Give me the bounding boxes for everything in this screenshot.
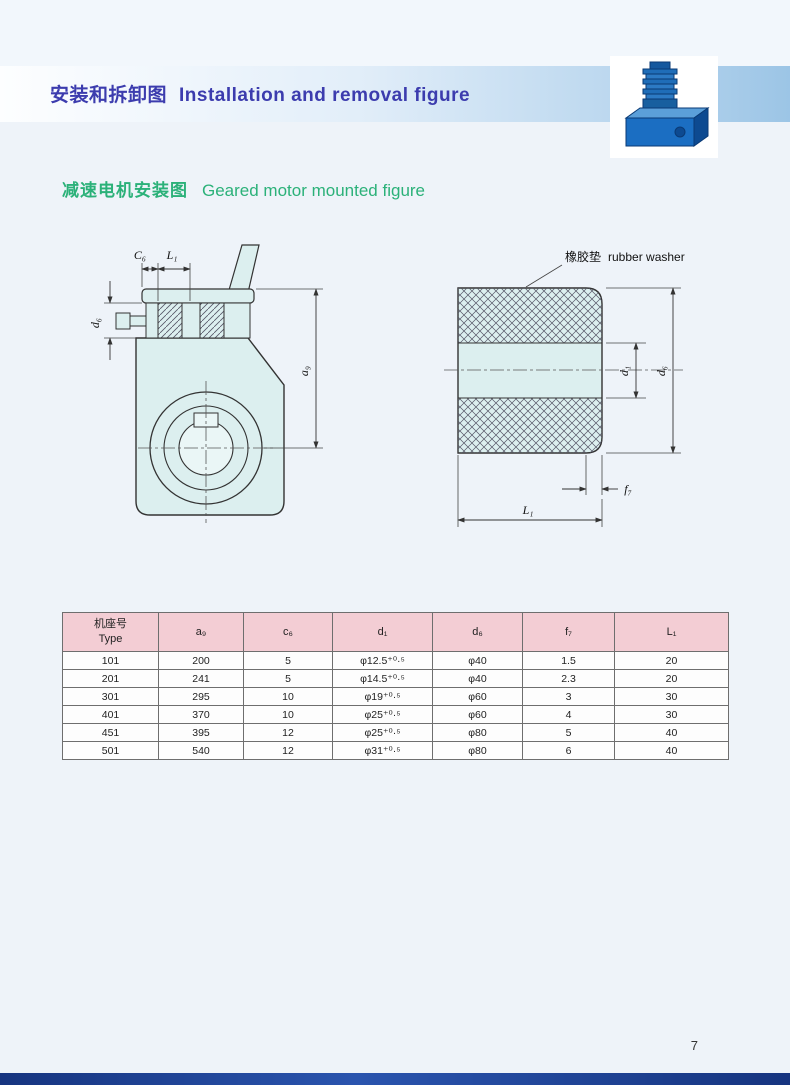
table-cell: 3 — [522, 687, 615, 706]
section-title-zh: 减速电机安装图 — [62, 181, 188, 200]
dim-label-d1: d₁ — [617, 366, 631, 376]
table-cell: 5 — [243, 651, 333, 670]
table-cell: 2.3 — [522, 669, 615, 688]
washer-caption-zh: 橡胶垫 — [565, 249, 601, 264]
table-row: 201 241 5 φ14.5⁺⁰·⁵ φ40 2.3 20 — [62, 669, 729, 688]
table-cell: φ40 — [432, 651, 523, 670]
table-cell: 10 — [243, 705, 333, 724]
col-header-type-en: Type — [98, 633, 123, 645]
col-header-type-zh: 机座号 — [94, 618, 127, 631]
top-strip — [0, 0, 790, 66]
table-cell: φ25⁺⁰·⁵ — [332, 723, 433, 742]
col-header-d6: d₆ — [432, 612, 523, 652]
dim-label-d6: d₆ — [88, 318, 102, 328]
section-title: 减速电机安装图 Geared motor mounted figure — [62, 176, 425, 201]
table-row: 401 370 10 φ25⁺⁰·⁵ φ60 4 30 — [62, 705, 729, 724]
page-title-zh: 安装和拆卸图 — [50, 85, 168, 106]
dim-label-a9: a₉ — [297, 366, 311, 376]
col-header-type: 机座号 Type — [62, 612, 159, 652]
section-title-en: Geared motor mounted figure — [202, 181, 426, 200]
table-cell: 301 — [62, 687, 159, 706]
table-cell: 540 — [158, 741, 244, 760]
page-number: 7 — [690, 1038, 698, 1053]
table-cell: 5 — [522, 723, 615, 742]
dim-label-f7: f₇ — [624, 482, 632, 496]
table-cell: 4 — [522, 705, 615, 724]
table-header-row: 机座号 Type a₉ c₆ d₁ d₆ f₇ L₁ — [62, 612, 729, 652]
table-cell: φ40 — [432, 669, 523, 688]
table-cell: 40 — [614, 741, 729, 760]
table-cell: 200 — [158, 651, 244, 670]
diagram-rubber-washer: 橡胶垫 rubber washer d₁ d₆ f₇ L₁ — [444, 249, 685, 527]
table-cell: 20 — [614, 651, 729, 670]
dim-label-d6-washer: d₆ — [654, 366, 668, 376]
spec-table: 机座号 Type a₉ c₆ d₁ d₆ f₇ L₁ 101 200 5 φ12… — [62, 612, 729, 760]
table-cell: 30 — [614, 705, 729, 724]
table-cell: 395 — [158, 723, 244, 742]
table-cell: 30 — [614, 687, 729, 706]
washer-hatch-top — [458, 288, 602, 343]
dim-label-l1: L₁ — [166, 248, 178, 262]
col-header-f7: f₇ — [522, 612, 615, 652]
table-cell: φ19⁺⁰·⁵ — [332, 687, 433, 706]
product-photo — [610, 56, 718, 158]
table-cell: 370 — [158, 705, 244, 724]
table-cell: 12 — [243, 741, 333, 760]
col-header-c6: c₆ — [243, 612, 333, 652]
page-title-en: Installation and removal figure — [179, 85, 471, 106]
diagram-motor-side-view: C₆ L₁ d₆ a₉ — [88, 244, 323, 523]
dim-label-l1-washer: L₁ — [522, 503, 534, 517]
table-cell: 295 — [158, 687, 244, 706]
table-cell: 5 — [243, 669, 333, 688]
page-title: 安装和拆卸图 Installation and removal figure — [50, 80, 470, 107]
table-cell: 501 — [62, 741, 159, 760]
table-cell: 40 — [614, 723, 729, 742]
table-cell: 10 — [243, 687, 333, 706]
table-cell: 241 — [158, 669, 244, 688]
table-cell: 401 — [62, 705, 159, 724]
footer-bar — [0, 1073, 790, 1085]
table-cell: φ80 — [432, 741, 523, 760]
washer-caption-en: rubber washer — [608, 250, 685, 264]
table-cell: φ60 — [432, 687, 523, 706]
table-cell: φ31⁺⁰·⁵ — [332, 741, 433, 760]
table-cell: 20 — [614, 669, 729, 688]
washer-hatch-bottom — [458, 398, 602, 453]
col-header-a9: a₉ — [158, 612, 244, 652]
table-row: 501 540 12 φ31⁺⁰·⁵ φ80 6 40 — [62, 741, 729, 760]
bolt-shaft — [129, 315, 147, 327]
table-cell: φ60 — [432, 705, 523, 724]
table-row: 301 295 10 φ19⁺⁰·⁵ φ60 3 30 — [62, 687, 729, 706]
product-photo-image — [624, 61, 710, 147]
table-cell: 451 — [62, 723, 159, 742]
table-cell: φ14.5⁺⁰·⁵ — [332, 669, 433, 688]
col-header-d1: d₁ — [332, 612, 433, 652]
table-cell: 1.5 — [522, 651, 615, 670]
stud-hatched-right — [199, 302, 225, 339]
table-cell: φ12.5⁺⁰·⁵ — [332, 651, 433, 670]
motor-top-cap — [141, 288, 255, 304]
table-cell: 101 — [62, 651, 159, 670]
table-row: 451 395 12 φ25⁺⁰·⁵ φ80 5 40 — [62, 723, 729, 742]
dim-label-c6: C₆ — [134, 248, 146, 262]
bolt-nut — [115, 312, 131, 330]
col-header-l1: L₁ — [614, 612, 729, 652]
table-cell: φ25⁺⁰·⁵ — [332, 705, 433, 724]
table-cell: 6 — [522, 741, 615, 760]
table-row: 101 200 5 φ12.5⁺⁰·⁵ φ40 1.5 20 — [62, 651, 729, 670]
table-cell: 201 — [62, 669, 159, 688]
stud-hatched-left — [157, 302, 183, 339]
table-cell: φ80 — [432, 723, 523, 742]
table-cell: 12 — [243, 723, 333, 742]
